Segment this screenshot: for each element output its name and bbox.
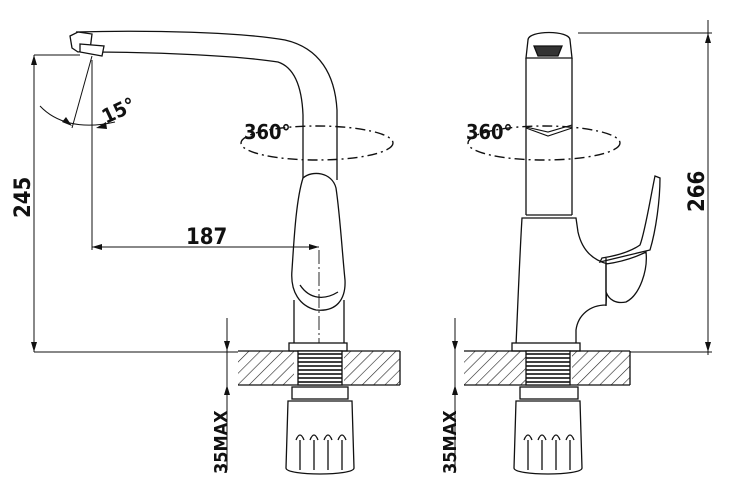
- rotation-ellipse-right: [467, 125, 621, 161]
- side-view: [31, 30, 401, 475]
- dim-height-right: 266: [685, 171, 710, 212]
- deck-hatch-left-b: [344, 351, 400, 385]
- mounting-nut-left: [285, 400, 355, 475]
- dim-reach: 187: [186, 225, 227, 250]
- dim-rotation-left: 360°: [244, 120, 291, 144]
- base-ring-right: [511, 342, 581, 352]
- front-view: [452, 20, 712, 475]
- spout-tip: [79, 43, 105, 57]
- handle-curve: [299, 284, 339, 298]
- dim-deck-left: 35MAX: [211, 410, 232, 474]
- dim-angle: 15°: [98, 92, 139, 128]
- base-ring-left: [288, 342, 348, 352]
- dim-height-left: 245: [11, 177, 36, 218]
- deck-hatch-left-a: [238, 351, 294, 385]
- handle-body: [291, 172, 346, 311]
- lever-handle: [598, 175, 661, 263]
- dim-deck-right: 35MAX: [440, 410, 461, 474]
- body-front: [515, 217, 609, 346]
- mounting-nut-right: [513, 400, 583, 475]
- rotation-ellipse-left: [240, 125, 394, 161]
- dim-rotation-right: 360°: [466, 120, 513, 144]
- thread-right: [525, 350, 571, 386]
- spout-arm: [75, 30, 338, 180]
- thread-left: [297, 350, 343, 386]
